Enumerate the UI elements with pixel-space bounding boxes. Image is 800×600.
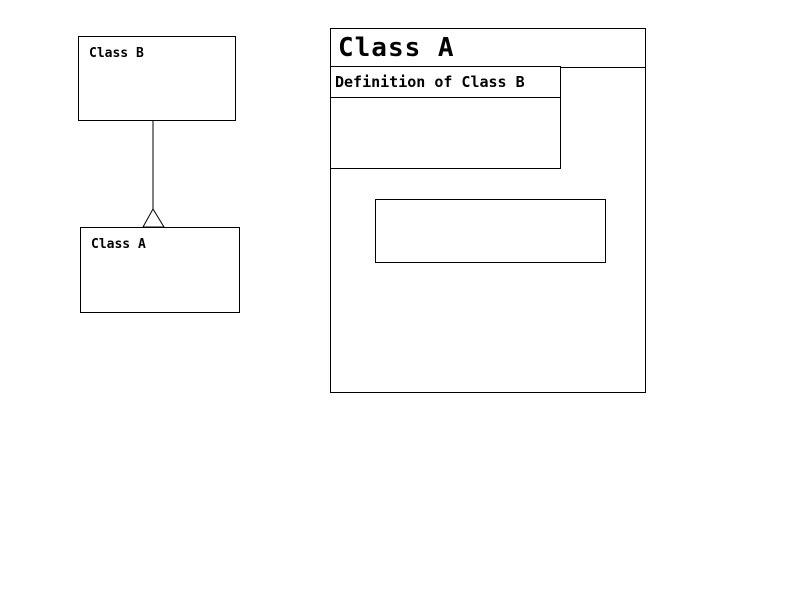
inheritance-arrow <box>142 120 165 228</box>
class-b-box: Class B <box>78 36 236 121</box>
class-a-label: Class A <box>91 237 146 252</box>
hollow-triangle-icon <box>142 208 165 228</box>
definition-of-class-b-box: Definition of Class B <box>330 66 561 169</box>
definition-label: Definition of Class B <box>335 73 525 91</box>
class-a-box: Class A <box>80 227 240 313</box>
detail-box-title: Class A <box>338 33 455 63</box>
definition-divider <box>331 97 560 98</box>
class-b-label: Class B <box>89 46 144 61</box>
empty-inner-box <box>375 199 606 263</box>
